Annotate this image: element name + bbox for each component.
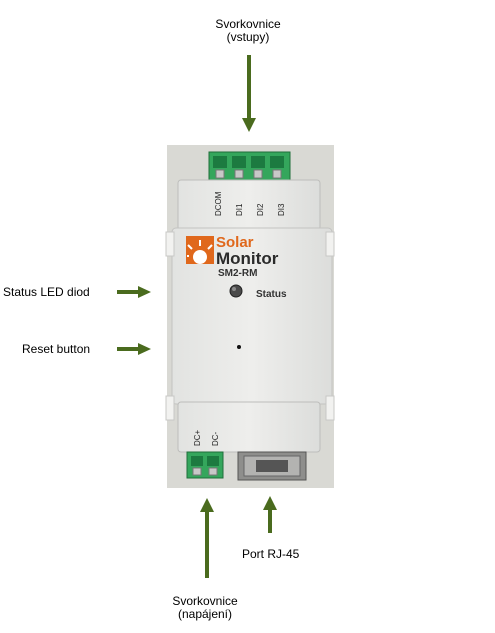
rj45-port [237, 451, 307, 481]
power-terminal-label-line1: Svorkovnice [172, 594, 238, 608]
arrow-status-led [117, 286, 151, 298]
terminal-label-dc-plus: DC+ [193, 429, 202, 446]
inputs-terminal-label-line1: Svorkovnice [215, 17, 281, 31]
inputs-terminal-label-line2: (vstupy) [226, 30, 270, 44]
terminal-label-dc-minus: DC- [211, 431, 220, 446]
arrow-inputs [242, 55, 256, 132]
terminal-label-di2: DI2 [256, 203, 265, 216]
inputs-terminal-label: Svorkovnice (vstupy) [205, 18, 291, 44]
terminal-label-di1: DI1 [235, 203, 244, 216]
status-led [229, 284, 243, 298]
logo-monitor-text: Monitor [216, 249, 279, 268]
status-label: Status [256, 289, 287, 300]
status-led-label: Status LED diod [3, 285, 90, 299]
power-terminal-label-line2: (napájení) [177, 607, 233, 621]
arrow-power [200, 498, 214, 578]
device-body [165, 179, 335, 453]
solar-monitor-logo-icon [186, 236, 214, 264]
terminal-label-dcom: DCOM [214, 191, 223, 216]
arrow-reset-button [117, 343, 151, 355]
top-terminal-block [208, 151, 291, 183]
terminal-label-di3: DI3 [277, 203, 286, 216]
logo-solar-text: Solar [216, 234, 254, 251]
port-rj45-label: Port RJ-45 [242, 547, 300, 561]
arrow-port [263, 496, 277, 533]
power-terminal-block [186, 451, 224, 479]
reset-button-label: Reset button [22, 342, 91, 356]
model-text: SM2-RM [218, 268, 258, 279]
reset-button[interactable] [237, 345, 241, 349]
power-terminal-label: Svorkovnice (napájení) [160, 595, 250, 621]
